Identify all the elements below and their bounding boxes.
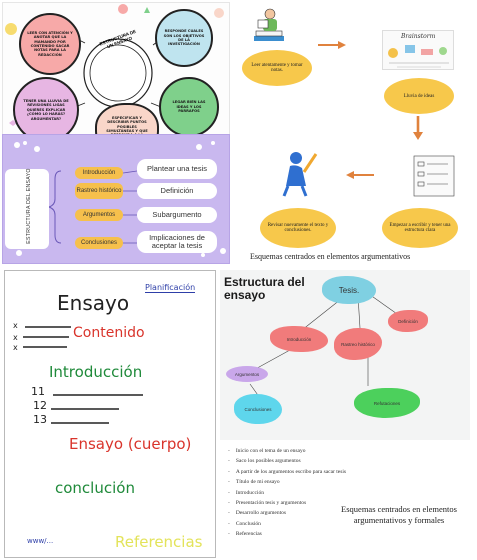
diagram-node-introduccion: Introducción bbox=[270, 326, 328, 352]
diagram-node-definicion: Definición bbox=[388, 310, 428, 332]
scheme-right-thesis: Plantear una tesis bbox=[137, 159, 217, 179]
center-inner-ring bbox=[89, 44, 147, 102]
hw-mark-3: x bbox=[13, 343, 18, 352]
brainstorm-badge: Brainstorm bbox=[401, 33, 436, 40]
arrow-down-icon bbox=[413, 116, 423, 140]
scheme-left-history: Rastreo histórico bbox=[75, 183, 123, 199]
purple-scheme-panel: ESTRUCTURA DEL ENSAYO Introducción Rastr… bbox=[2, 134, 230, 264]
flow-caption: Esquemas centrados en elementos argument… bbox=[250, 252, 411, 261]
hw-tag: Planificación bbox=[145, 283, 196, 293]
diagram-connectors bbox=[249, 291, 401, 399]
list-item: Presentación tesis y argumentos bbox=[228, 498, 346, 508]
hw-lines-1 bbox=[23, 326, 71, 348]
flow-step-review: Revisar nuevamente el texto y conclusion… bbox=[260, 208, 336, 248]
scheme-left-intro: Introducción bbox=[75, 167, 123, 179]
writer-figure-illustration bbox=[282, 152, 318, 197]
flow-step-read: Leer atentamente y tomar notas. bbox=[242, 50, 312, 86]
hw-lines-2 bbox=[51, 394, 143, 424]
scheme-right-implications: Implicaciones de aceptar la tesis bbox=[137, 231, 217, 253]
list-item: Título de mi ensayo bbox=[228, 477, 346, 487]
diagram-node-conclusiones: Conclusiones bbox=[234, 394, 282, 424]
decor-dot bbox=[214, 8, 224, 18]
mindmap-background bbox=[5, 4, 224, 155]
list-item: Saco los posibles argumentos bbox=[228, 456, 346, 466]
scheme-side-card bbox=[5, 169, 49, 249]
scheme-right-subargument: Subargumento bbox=[137, 207, 217, 223]
arrow-right-icon bbox=[318, 41, 346, 49]
list-caption-line-1: Esquemas centrados en elementos bbox=[341, 504, 457, 514]
brainstorm-illustration: Brainstorm bbox=[382, 30, 454, 70]
hw-introduccion: Introducción bbox=[49, 363, 143, 381]
hw-mark-2: x bbox=[13, 333, 18, 342]
list-item: Introducción bbox=[228, 488, 346, 498]
list-item: A partir de los argumentos escribo para … bbox=[228, 467, 346, 477]
hw-conclusion: conclución bbox=[55, 479, 135, 497]
handwritten-panel: Planificación Ensayo x x x Contenido Int… bbox=[4, 270, 216, 558]
hw-mark-1: x bbox=[13, 321, 18, 330]
list-item: Referencias bbox=[228, 529, 346, 539]
decor-triangle bbox=[144, 7, 150, 13]
diagram-node-tesis: Tesis. bbox=[322, 276, 376, 304]
mindmap-node-3: TENER UNA LLUVIA DE REVISIONES LIGAS QUI… bbox=[13, 77, 79, 143]
flow-step-write: Empezar a escribir y tener una estructur… bbox=[382, 208, 458, 248]
list-item: Desarrollo argumentos bbox=[228, 508, 346, 518]
hw-number-12: 12 bbox=[33, 399, 47, 412]
decor-dot bbox=[118, 4, 128, 14]
list-item: Conclusión bbox=[228, 519, 346, 529]
hw-cuerpo: Ensayo (cuerpo) bbox=[69, 435, 192, 453]
flow-step-brainstorm: Lluvia de ideas bbox=[384, 78, 454, 114]
diagram-title: Estructura del ensayo bbox=[224, 275, 305, 302]
mindmap-node-2: RESPONDE CUALES SON LOS OBJETIVOS DE LA … bbox=[155, 9, 213, 67]
hw-contenido: Contenido bbox=[73, 325, 145, 341]
checklist-illustration bbox=[413, 155, 455, 197]
hw-number-11: 11 bbox=[31, 385, 45, 398]
mindmap-node-5: LEGAR BIEN LAS IDEAS Y LOS PÁRRAFOS bbox=[159, 77, 219, 137]
arrow-left-icon bbox=[346, 171, 374, 179]
hw-referencias: Referencias bbox=[115, 533, 203, 551]
reading-person-illustration bbox=[254, 8, 284, 41]
diagram-node-argumentos: Argumentos bbox=[226, 366, 268, 382]
mindmap-panel: ESTRUCTURA DE UN ENSAYO LEER CON ATENCIÓ… bbox=[2, 2, 230, 156]
steps-list: Inicio con el tema de un ensayo Saco los… bbox=[228, 446, 346, 540]
process-flow-panel: Leer atentamente y tomar notas. Brainsto… bbox=[234, 2, 476, 270]
diagram-panel: Estructura del ensayo Tesis. Introducció… bbox=[220, 270, 470, 440]
list-item: Inicio con el tema de un ensayo bbox=[228, 446, 346, 456]
hw-sign: www/... bbox=[27, 537, 54, 545]
center-circle bbox=[83, 38, 153, 108]
decor-dot bbox=[5, 23, 17, 35]
scheme-left-conclusions: Conclusiones bbox=[75, 237, 123, 249]
diagram-node-refutaciones: Refutaciones bbox=[354, 388, 420, 418]
scheme-right-definition: Definición bbox=[137, 183, 217, 199]
mindmap-node-1: LEER CON ATENCIÓN Y ANOTAR QUE LA MAMAND… bbox=[19, 13, 81, 75]
purple-scheme-decor bbox=[14, 141, 226, 257]
hw-number-13: 13 bbox=[33, 413, 47, 426]
list-panel: Inicio con el tema de un ensayo Saco los… bbox=[220, 440, 476, 560]
hw-title: Ensayo bbox=[57, 291, 130, 315]
diagram-node-rastreo: Rastreo histórico bbox=[334, 328, 382, 360]
scheme-side-title: ESTRUCTURA DEL ENSAYO bbox=[26, 168, 32, 244]
scheme-left-arguments: Argumentos bbox=[75, 209, 123, 221]
list-caption-line-2: argumentativos y formales bbox=[353, 515, 445, 526]
list-caption: Esquemas centrados en elementos argument… bbox=[324, 504, 474, 526]
